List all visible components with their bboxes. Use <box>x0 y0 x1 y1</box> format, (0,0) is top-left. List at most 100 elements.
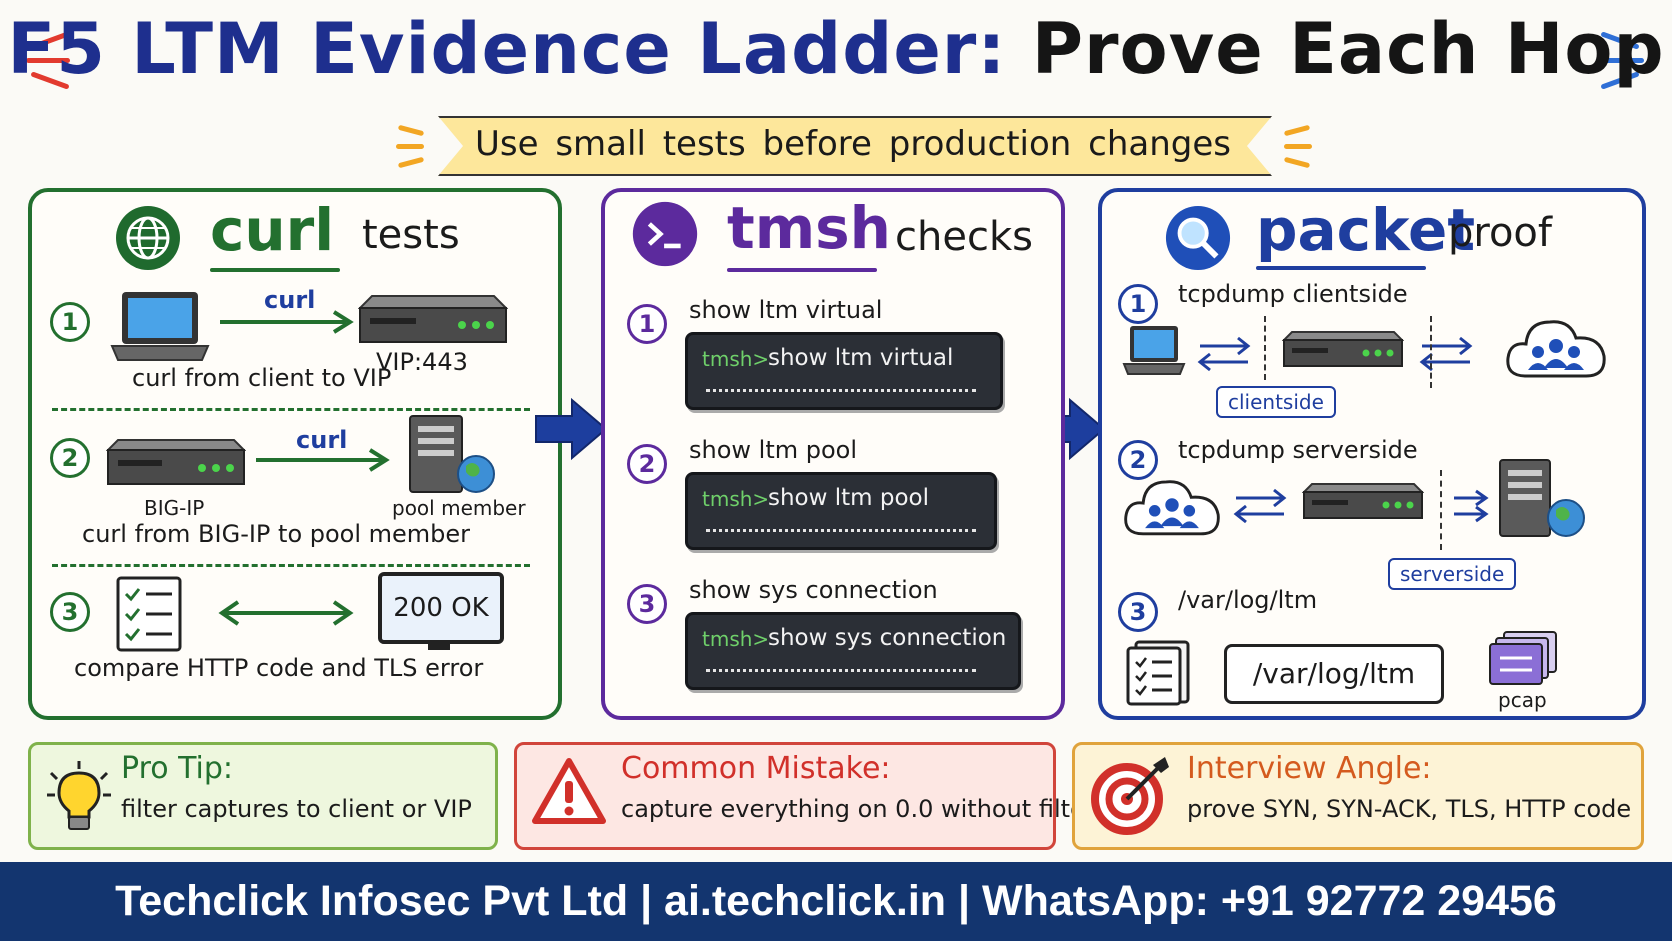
laptop-icon <box>1122 326 1186 375</box>
big-ip-appliance-icon <box>1282 331 1404 367</box>
tmsh-heading-rest: checks <box>895 214 1033 260</box>
tip-body: prove SYN, SYN-ACK, TLS, HTTP code <box>1187 795 1632 823</box>
tmsh-heading: tmsh <box>727 194 891 262</box>
target-icon <box>1091 757 1169 835</box>
pcap-label: pcap <box>1498 688 1547 712</box>
step-label: show ltm pool <box>689 436 858 464</box>
step-label: tcpdump serverside <box>1178 436 1418 464</box>
terminal-output-dots <box>706 389 976 392</box>
arrow-label: curl <box>296 426 348 454</box>
exchange-arrows-icon <box>1197 336 1251 372</box>
right-arrows-icon <box>1454 489 1489 523</box>
heading-underline <box>1256 266 1426 270</box>
laptop-icon <box>110 292 210 361</box>
step-number: 1 <box>1118 284 1158 324</box>
monitor-stand <box>428 640 450 650</box>
step-number: 2 <box>50 438 90 478</box>
terminal-output-dots <box>706 669 976 672</box>
subtitle-banner <box>438 116 1272 176</box>
users-cloud-icon <box>1506 320 1606 378</box>
exchange-arrows-icon <box>1419 336 1473 372</box>
subtitle-accent-mark <box>1283 124 1311 137</box>
tip-title: Interview Angle: <box>1187 751 1432 786</box>
pcap-file-icon <box>1489 631 1557 685</box>
step-number: 3 <box>1118 592 1158 632</box>
subtitle: Use small tests before production change… <box>475 124 1231 164</box>
capture-point-divider <box>1430 316 1432 388</box>
dashed-divider <box>52 564 530 567</box>
step-caption: curl from BIG-IP to pool member <box>82 520 471 548</box>
lightbulb-icon <box>47 761 111 830</box>
step-number: 3 <box>627 584 667 624</box>
terminal-window: tmsh> show ltm virtual <box>685 332 1003 410</box>
terminal-prompt-icon <box>632 201 698 267</box>
capture-point-divider <box>1264 316 1266 380</box>
title-accent-mark <box>26 58 70 63</box>
page-title: F5 LTM Evidence Ladder: Prove Each Hop <box>0 8 1672 90</box>
terminal-window: tmsh> show ltm pool <box>685 472 997 550</box>
big-ip-appliance-icon <box>358 295 508 343</box>
vip-label: VIP:443 <box>376 348 468 376</box>
globe-icon <box>116 206 180 270</box>
step-caption: curl from client to VIP <box>132 364 392 392</box>
log-path-box: /var/log/ltm <box>1224 644 1444 704</box>
log-document-icon <box>1126 640 1190 706</box>
step-number: 2 <box>627 444 667 484</box>
step-label: tcpdump clientside <box>1178 280 1408 308</box>
terminal-command: show sys connection <box>768 625 1007 651</box>
packet-proof-panel: packet proof 1 tcpdump clientside client… <box>1098 188 1646 720</box>
tmsh-checks-panel: tmsh checks 1 show ltm virtual tmsh> sho… <box>601 188 1065 720</box>
big-ip-label: BIG-IP <box>144 496 205 520</box>
packet-heading: packet <box>1256 196 1476 264</box>
heading-underline <box>210 268 340 272</box>
footer-bar <box>0 862 1672 941</box>
step-caption: compare HTTP code and TLS error <box>74 654 484 682</box>
right-arrow-icon <box>256 448 390 472</box>
terminal-prompt: tmsh> <box>702 627 770 651</box>
step-number: 1 <box>627 304 667 344</box>
tip-title: Pro Tip: <box>121 751 234 786</box>
tip-title: Common Mistake: <box>621 751 891 786</box>
terminal-window: tmsh> show sys connection <box>685 612 1021 690</box>
interview-angle-box: Interview Angle: prove SYN, SYN-ACK, TLS… <box>1072 742 1644 850</box>
tip-body: filter captures to client or VIP <box>121 795 472 823</box>
curl-heading: curl <box>210 196 335 264</box>
footer-text: Techclick Infosec Pvt Ltd | ai.techclick… <box>115 877 1557 925</box>
capture-point-divider <box>1440 470 1442 550</box>
serverside-tag: serverside <box>1388 558 1517 590</box>
subtitle-accent-mark <box>397 124 425 137</box>
terminal-prompt: tmsh> <box>702 347 770 371</box>
server-globe-icon <box>1499 459 1585 537</box>
tip-body: capture everything on 0.0 without filter <box>621 795 1095 823</box>
step-number: 2 <box>1118 440 1158 480</box>
subtitle-accent-mark <box>397 156 425 169</box>
users-cloud-icon <box>1124 480 1220 536</box>
monitor-icon: 200 OK <box>378 572 504 644</box>
subtitle-accent-mark <box>1283 156 1311 169</box>
arrow-label: curl <box>264 286 316 314</box>
dashed-divider <box>52 408 530 411</box>
step-number: 3 <box>50 592 90 632</box>
clientside-tag: clientside <box>1216 386 1336 418</box>
title-accent-mark <box>1600 58 1644 63</box>
terminal-prompt: tmsh> <box>702 487 770 511</box>
title-part-2: Prove Each Hop <box>1031 8 1665 90</box>
title-part-1: F5 LTM Evidence Ladder: <box>7 8 1007 90</box>
right-arrow-icon <box>220 310 354 334</box>
warning-icon <box>532 758 606 824</box>
checklist-icon <box>116 576 182 652</box>
server-globe-icon <box>409 415 495 493</box>
subtitle-accent-mark <box>396 144 424 149</box>
step-label: show ltm virtual <box>689 296 883 324</box>
http-status-text: 200 OK <box>393 593 489 623</box>
pool-member-label: pool member <box>392 496 526 520</box>
bidirectional-arrow-icon <box>218 600 354 626</box>
exchange-arrows-icon <box>1233 488 1287 524</box>
magnifier-icon <box>1165 205 1231 271</box>
terminal-output-dots <box>706 529 976 532</box>
flow-arrow-icon <box>535 397 608 461</box>
curl-heading-rest: tests <box>362 212 460 258</box>
terminal-command: show ltm pool <box>768 485 930 511</box>
big-ip-appliance-icon <box>106 439 246 485</box>
pro-tip-box: Pro Tip: filter captures to client or VI… <box>28 742 498 850</box>
